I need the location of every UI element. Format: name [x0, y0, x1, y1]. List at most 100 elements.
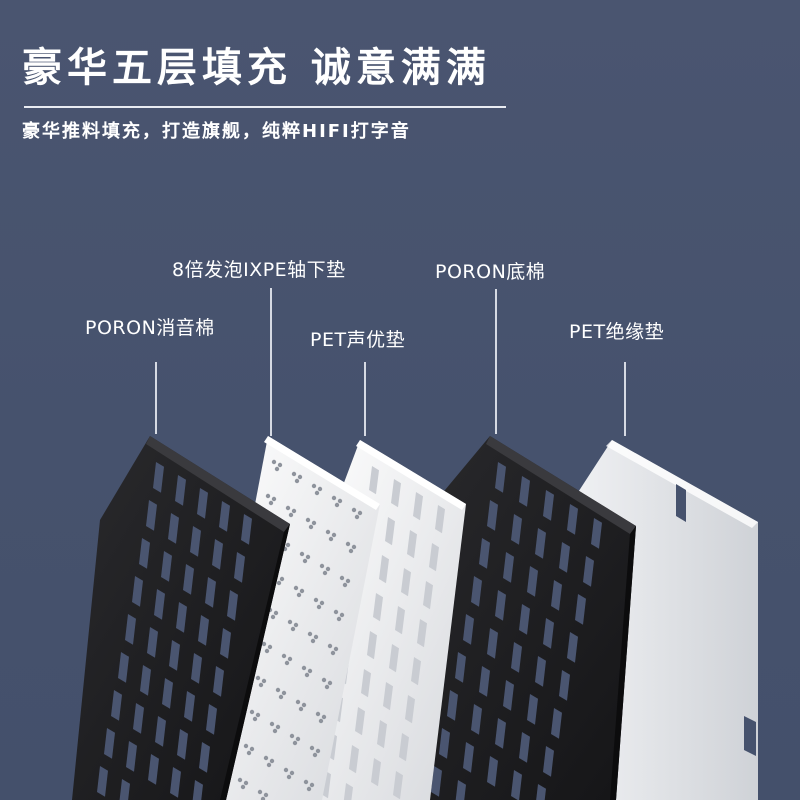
perforation-dot: [293, 622, 299, 628]
perforation-dot: [272, 728, 278, 734]
perforation-dot: [322, 570, 328, 576]
slot-cutout: [511, 770, 522, 800]
perforation-dot: [288, 512, 294, 518]
slot-cutout: [487, 500, 498, 531]
perforation-dot: [325, 566, 331, 572]
perforation-dot: [331, 532, 337, 538]
perforation-dot: [325, 529, 331, 535]
perforation-dot: [277, 462, 283, 468]
slot-cutout: [132, 576, 143, 607]
slot-cutout: [234, 552, 245, 583]
perforation-dot: [261, 678, 267, 684]
slot-cutout: [146, 500, 157, 531]
perforation-dot: [258, 682, 264, 688]
perforation-dot: [345, 541, 351, 547]
perforation-dot: [327, 643, 333, 649]
slot-cutout: [503, 680, 514, 711]
layer-label-pet-insulation-pad: PET绝缘垫: [569, 321, 665, 343]
slot-cutout: [212, 539, 223, 570]
slot-cutout: [169, 640, 180, 671]
slot-cutout: [147, 627, 158, 658]
slot-cutout: [168, 513, 179, 544]
slot-cutout: [413, 492, 423, 521]
perforation-dot: [243, 780, 249, 786]
perforation-dot: [285, 505, 291, 511]
slot-cutout: [161, 551, 172, 582]
slot-cutout: [567, 504, 578, 535]
slot-cutout: [190, 526, 201, 557]
perforation-dot: [274, 466, 280, 472]
slot-cutout: [455, 780, 466, 800]
slot-cutout: [140, 665, 151, 696]
perforation-dot: [305, 554, 311, 560]
leader-line-pet-insulation-pad: [624, 362, 626, 436]
perforation-dot: [269, 721, 275, 727]
slot-cutout: [192, 780, 203, 800]
layer-label-pet-sound-pad: PET声优垫: [310, 329, 406, 351]
perforation-dot: [301, 665, 307, 671]
slot-cutout: [527, 566, 538, 597]
perforation-dot: [328, 536, 334, 542]
perforation-dot: [319, 600, 325, 606]
perforation-dot: [284, 660, 290, 666]
slot-cutout: [183, 564, 194, 595]
slot-cutout: [543, 746, 554, 777]
slot-cutout: [435, 505, 445, 534]
slot-cutout: [479, 666, 490, 697]
perforation-dot: [240, 784, 246, 790]
slot-cutout: [371, 758, 381, 787]
layer-ixpe-pad: [206, 436, 380, 800]
slot-cutout: [495, 718, 506, 749]
slot-cutout: [343, 783, 353, 800]
headline: 豪华五层填充 诚意满满: [22, 45, 491, 91]
slot-cutout: [349, 745, 359, 774]
slot-cutout: [535, 528, 546, 559]
slot-cutout: [535, 656, 546, 687]
slot-cutout: [148, 754, 159, 785]
perforation-dot: [296, 592, 302, 598]
leader-line-poron-bottom-foam: [495, 289, 497, 434]
perforation-dot: [281, 653, 287, 659]
slot-cutout: [543, 490, 554, 521]
perforation-dot: [264, 648, 270, 654]
perforation-dot: [292, 740, 298, 746]
perforation-dot: [315, 748, 321, 754]
slot-cutout: [503, 552, 514, 583]
slot-cutout: [177, 729, 188, 760]
slot-cutout: [125, 614, 136, 645]
perforation-dot: [305, 517, 311, 523]
perforation-dot: [271, 459, 277, 465]
slot-cutout: [133, 703, 144, 734]
slot-cutout: [447, 690, 458, 721]
slot-cutout: [241, 514, 252, 545]
perforation-dot: [283, 767, 289, 773]
perforation-dot: [263, 792, 269, 798]
slot-cutout: [431, 766, 442, 797]
perforation-dot: [294, 478, 300, 484]
slot-cutout: [551, 580, 562, 611]
slot-cutout: [383, 682, 393, 711]
slot-cutout: [197, 488, 208, 519]
slot-cutout: [176, 602, 187, 633]
perforation-dot: [278, 694, 284, 700]
perforation-dot: [271, 496, 277, 502]
perforation-dot: [317, 486, 323, 492]
slot-cutout: [191, 653, 202, 684]
slot-cutout: [495, 462, 506, 493]
perforation-dot: [293, 585, 299, 591]
perforation-dot: [308, 524, 314, 530]
perforation-dot: [315, 711, 321, 717]
perforation-dot: [268, 500, 274, 506]
perforation-dot: [311, 520, 317, 526]
layer-poron-foam: [72, 436, 290, 800]
perforation-dot: [309, 745, 315, 751]
slot-cutout: [395, 606, 405, 635]
perforation-dot: [261, 641, 267, 647]
slot-cutout: [559, 542, 570, 573]
perforation-dot: [243, 743, 249, 749]
slot-cutout: [536, 784, 546, 800]
layer-label-ixpe-pad: 8倍发泡IXPE轴下垫: [172, 259, 346, 281]
perforation-dot: [336, 616, 342, 622]
slot-cutout: [455, 652, 466, 683]
perforation-dot: [337, 498, 343, 504]
